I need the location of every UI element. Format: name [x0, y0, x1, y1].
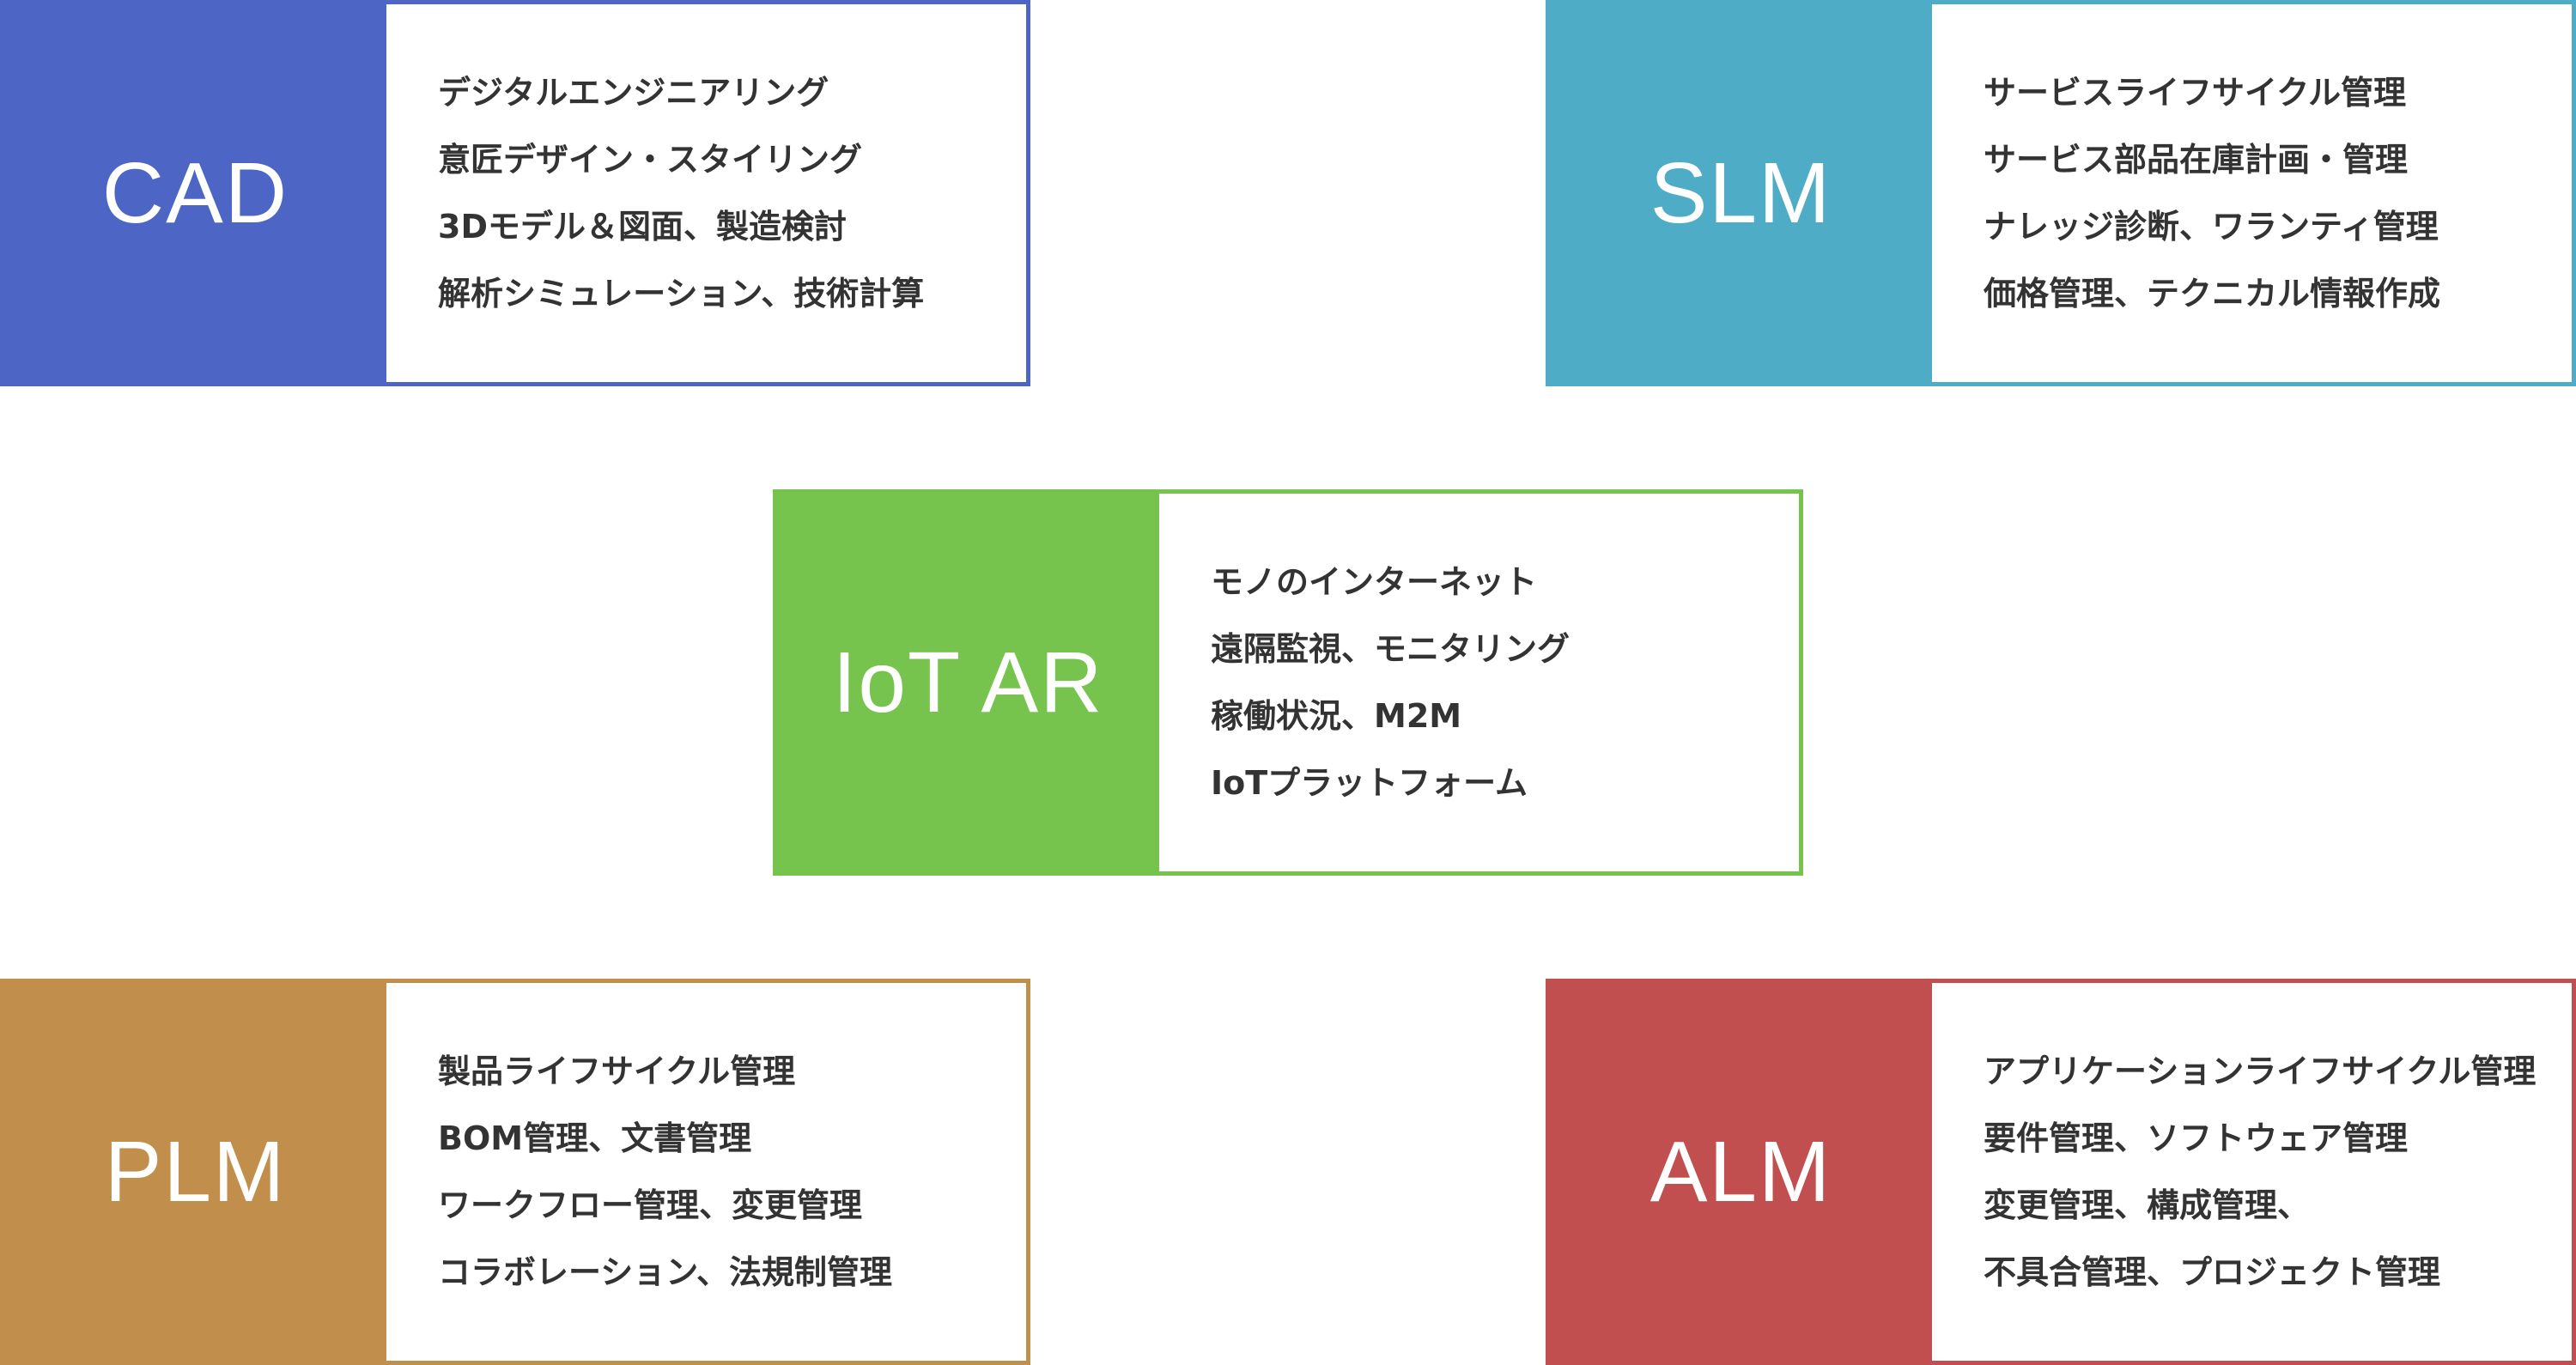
card-slm: SLM サービスライフサイクル管理 サービス部品在庫計画・管理 ナレッジ診断、ワ… — [1546, 0, 2576, 386]
card-alm: ALM アプリケーションライフサイクル管理 要件管理、ソフトウェア管理 変更管理… — [1546, 979, 2576, 1365]
card-plm-item: BOM管理、文書管理 — [438, 1119, 752, 1157]
card-plm-item: コラボレーション、法規制管理 — [438, 1253, 892, 1291]
card-alm-items: アプリケーションライフサイクル管理 要件管理、ソフトウェア管理 変更管理、構成管… — [1932, 983, 2572, 1361]
card-alm-item: 要件管理、ソフトウェア管理 — [1984, 1119, 2409, 1157]
card-slm-item: ナレッジ診断、ワランティ管理 — [1984, 208, 2439, 246]
card-cad-item: 3Dモデル＆図面、製造検討 — [438, 208, 847, 246]
card-iot-ar-item: モノのインターネット — [1211, 563, 1538, 601]
card-plm-item: 製品ライフサイクル管理 — [438, 1053, 796, 1090]
card-plm-item: ワークフロー管理、変更管理 — [438, 1186, 863, 1224]
card-slm-item: 価格管理、テクニカル情報作成 — [1984, 275, 2441, 312]
card-iot-ar-item: IoTプラットフォーム — [1211, 764, 1528, 802]
card-slm-items: サービスライフサイクル管理 サービス部品在庫計画・管理 ナレッジ診断、ワランティ… — [1932, 4, 2572, 382]
card-cad-item: 解析シミュレーション、技術計算 — [438, 275, 925, 312]
card-iot-ar-items: モノのインターネット 遠隔監視、モニタリング 稼働状況、M2M IoTプラットフ… — [1159, 494, 1799, 871]
card-cad-item: デジタルエンジニアリング — [438, 74, 829, 112]
card-slm-item: サービスライフサイクル管理 — [1984, 74, 2407, 112]
card-iot-ar-item: 稼働状況、M2M — [1211, 697, 1462, 735]
card-cad-item: 意匠デザイン・スタイリング — [438, 141, 863, 179]
card-slm-title: SLM — [1550, 4, 1932, 382]
card-iot-ar-item: 遠隔監視、モニタリング — [1211, 630, 1571, 668]
card-iot-ar: IoT AR モノのインターネット 遠隔監視、モニタリング 稼働状況、M2M I… — [773, 489, 1803, 876]
card-alm-item: 不具合管理、プロジェクト管理 — [1984, 1253, 2441, 1291]
card-cad-items: デジタルエンジニアリング 意匠デザイン・スタイリング 3Dモデル＆図面、製造検討… — [386, 4, 1026, 382]
card-alm-item: アプリケーションライフサイクル管理 — [1984, 1053, 2537, 1090]
card-plm-title: PLM — [4, 983, 386, 1361]
card-cad: CAD デジタルエンジニアリング 意匠デザイン・スタイリング 3Dモデル＆図面、… — [0, 0, 1030, 386]
card-plm: PLM 製品ライフサイクル管理 BOM管理、文書管理 ワークフロー管理、変更管理… — [0, 979, 1030, 1365]
card-plm-items: 製品ライフサイクル管理 BOM管理、文書管理 ワークフロー管理、変更管理 コラボ… — [386, 983, 1026, 1361]
card-alm-item: 変更管理、構成管理、 — [1984, 1186, 2311, 1224]
card-iot-ar-title: IoT AR — [777, 494, 1159, 871]
card-slm-item: サービス部品在庫計画・管理 — [1984, 141, 2409, 179]
card-cad-title: CAD — [4, 4, 386, 382]
card-alm-title: ALM — [1550, 983, 1932, 1361]
